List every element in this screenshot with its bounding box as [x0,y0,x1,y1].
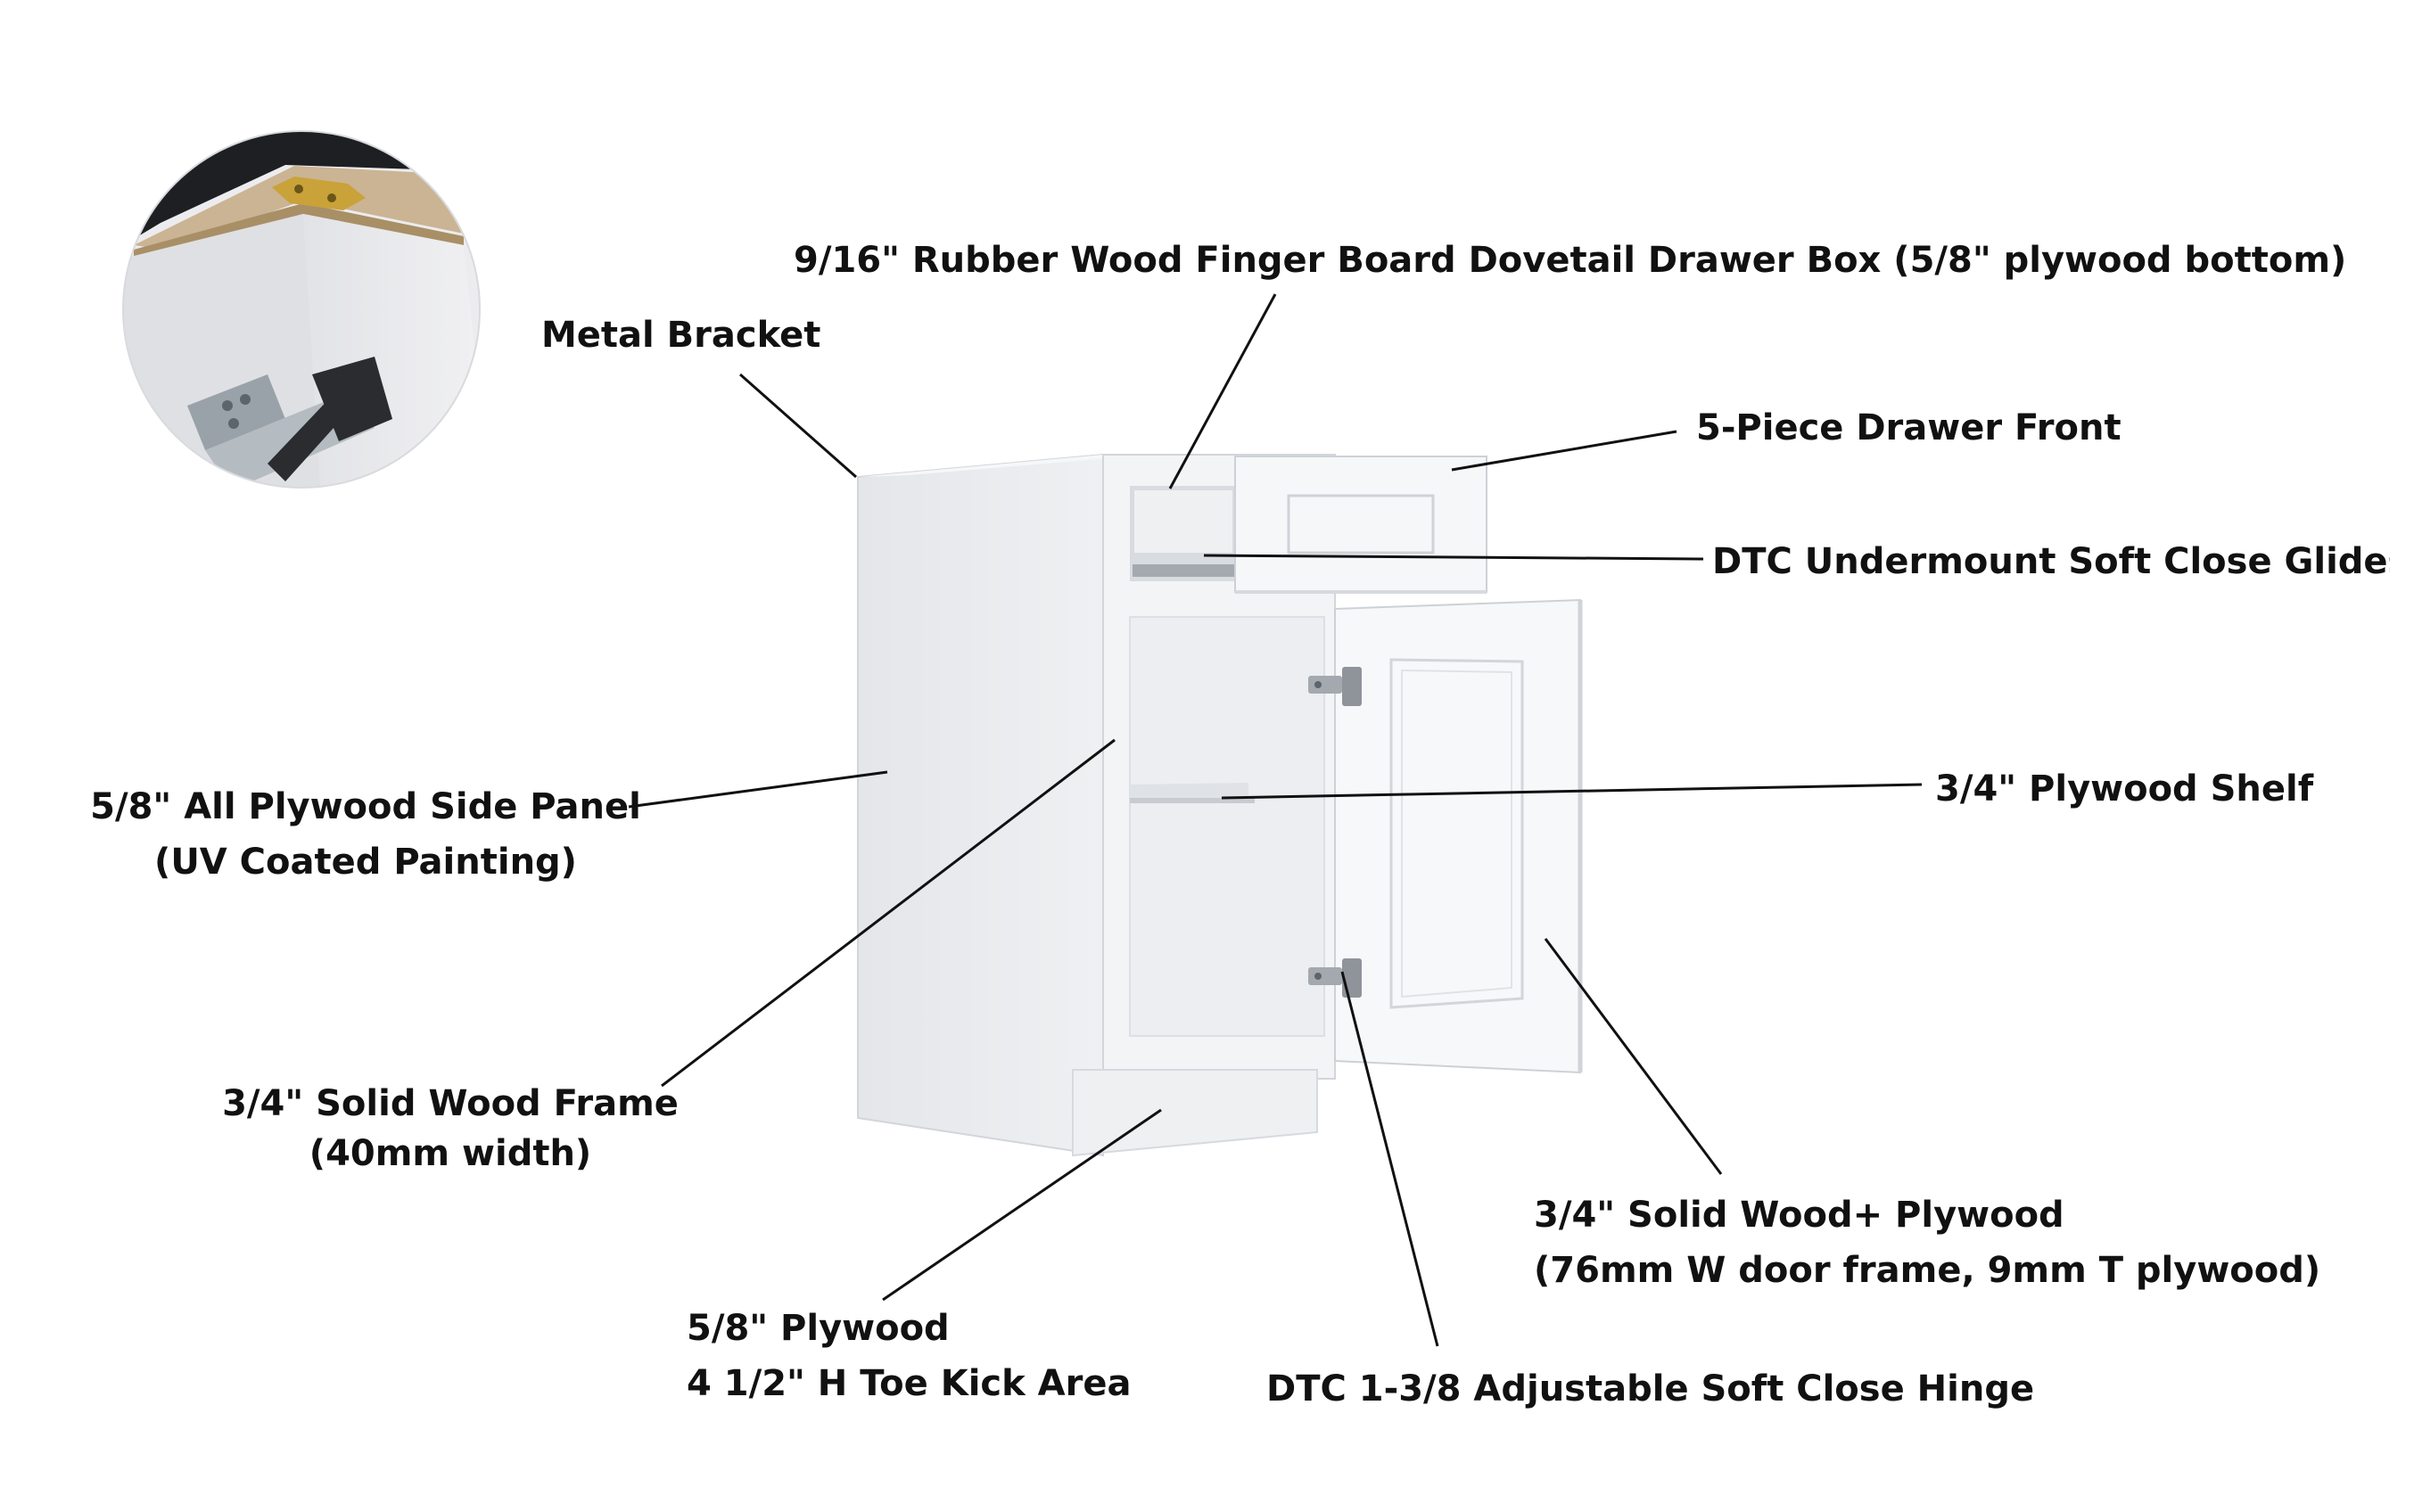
label-toe-kick: 5/8" Plywood 4 1/2" H Toe Kick Area [687,1311,1131,1401]
label-door: 3/4" Solid Wood+ Plywood (76mm W door fr… [1534,1197,2320,1288]
label-drawer-front: 5-Piece Drawer Front [1696,407,2122,448]
leader-door [1544,938,1723,1175]
leader-metal-bracket [739,373,857,479]
leader-hinge [1340,971,1439,1347]
leader-side-panel [628,770,888,809]
inset-border [122,130,481,489]
base-cabinet-icon [857,453,1583,1157]
label-frame-line1: 3/4" Solid Wood Frame [222,1083,679,1124]
leader-glides [1203,554,1704,561]
leader-drawer-box [1168,293,1277,489]
label-side-panel-line1: 5/8" All Plywood Side Panel [90,786,641,827]
leader-lines [628,293,1923,1347]
label-toe-kick-line2: 4 1/2" H Toe Kick Area [687,1363,1132,1404]
leader-drawer-front [1451,430,1677,472]
label-glides: DTC Undermount Soft Close Glides [1712,544,2390,579]
leader-frame [661,738,1116,1088]
label-metal-bracket: Metal Bracket [541,315,821,356]
label-door-line2: (76mm W door frame, 9mm T plywood) [1534,1250,2321,1291]
label-side-panel: 5/8" All Plywood Side Panel (UV Coated P… [89,789,642,880]
label-frame: 3/4" Solid Wood Frame (40mm width) [205,1086,696,1171]
leader-toe-kick [882,1108,1162,1302]
label-toe-kick-line1: 5/8" Plywood [687,1308,950,1349]
label-side-panel-line2: (UV Coated Painting) [154,842,577,883]
label-hinge: DTC 1-3/8 Adjustable Soft Close Hinge [1266,1368,2035,1409]
label-shelf: 3/4" Plywood Shelf [1935,768,2314,809]
label-frame-line2: (40mm width) [309,1133,592,1174]
label-drawer-box: 9/16" Rubber Wood Finger Board Dovetail … [794,240,2347,281]
label-door-line1: 3/4" Solid Wood+ Plywood [1534,1195,2064,1236]
metal-bracket-closeup-icon [123,131,480,488]
leader-shelf [1221,783,1923,800]
